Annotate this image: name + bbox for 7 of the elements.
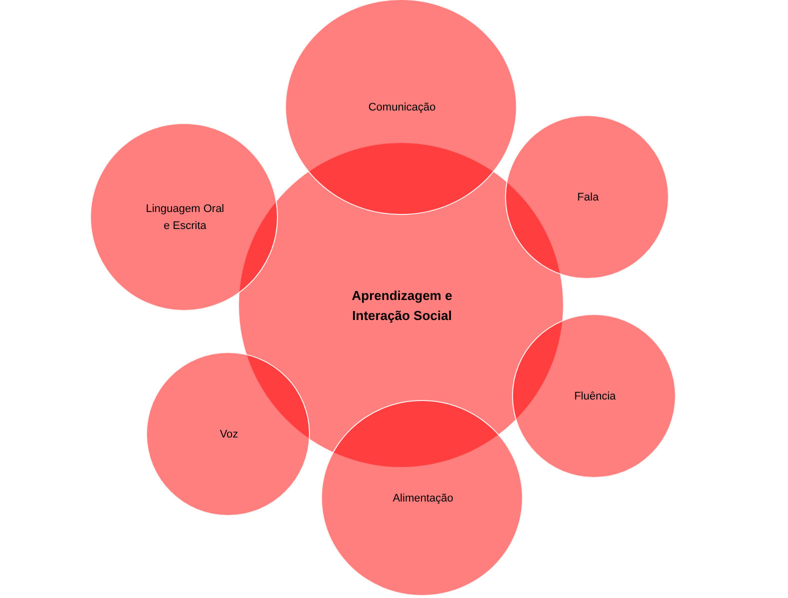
- central-title: Aprendizagem e Interação Social: [350, 287, 454, 325]
- topic-label: Voz: [218, 428, 240, 442]
- topic-label: Linguagem Oral e Escrita: [144, 202, 226, 234]
- topic-label: Alimentação: [392, 492, 454, 506]
- topic-label: Comunicação: [367, 100, 437, 116]
- topic-label: Fala: [576, 190, 600, 206]
- topic-label: Fluência: [573, 390, 617, 404]
